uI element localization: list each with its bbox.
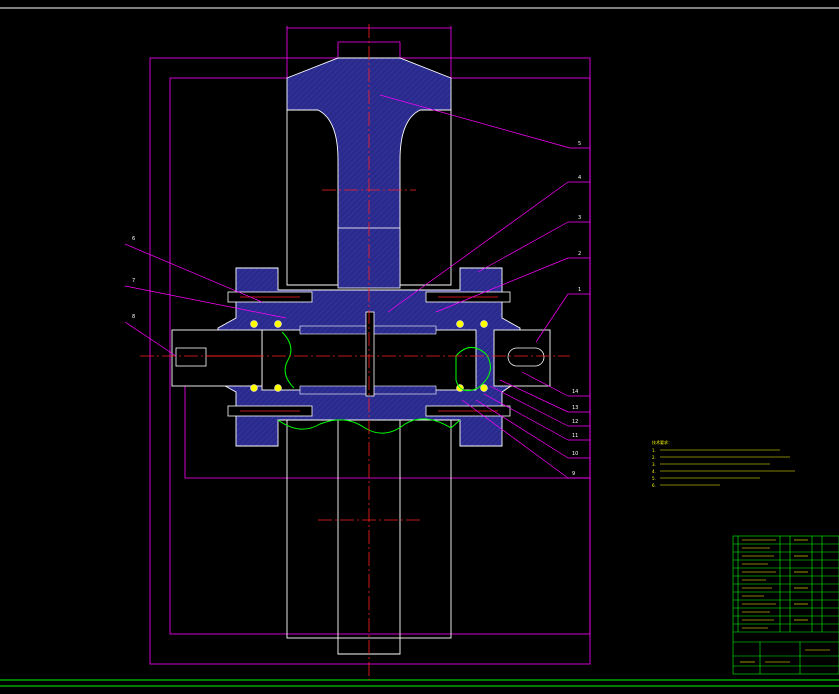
note-line-2: 2. [652, 455, 656, 460]
callout-labels: 5 4 3 2 1 6 7 8 14 13 12 11 10 9 [132, 141, 581, 477]
callout-13: 13 [572, 405, 578, 411]
note-line-4: 4. [652, 469, 656, 474]
callout-5: 5 [578, 141, 581, 147]
title-block [732, 535, 839, 675]
technical-notes: 技术要求： 1. 2. 3. 4. 5. 6. [652, 439, 795, 488]
callout-6: 6 [132, 236, 135, 242]
leader-lines [124, 94, 590, 479]
sheet-border [0, 7, 839, 687]
callout-10: 10 [572, 451, 578, 457]
callout-3: 3 [578, 215, 581, 221]
callout-7: 7 [132, 278, 135, 284]
note-line-1: 1. [652, 448, 656, 453]
callout-8: 8 [132, 314, 135, 320]
callout-2: 2 [578, 251, 581, 257]
callout-11: 11 [572, 433, 578, 439]
callout-4: 4 [578, 175, 581, 181]
callout-14: 14 [572, 389, 578, 395]
centerlines [140, 24, 570, 680]
notes-heading: 技术要求： [652, 439, 672, 445]
callout-1: 1 [578, 287, 581, 293]
callout-12: 12 [572, 419, 578, 425]
title-block-text-marks [740, 539, 830, 663]
note-line-3: 3. [652, 462, 656, 467]
note-line-6: 6. [652, 483, 656, 488]
callout-9: 9 [572, 471, 575, 477]
note-line-5: 5. [652, 476, 656, 481]
break-lines [277, 331, 491, 434]
